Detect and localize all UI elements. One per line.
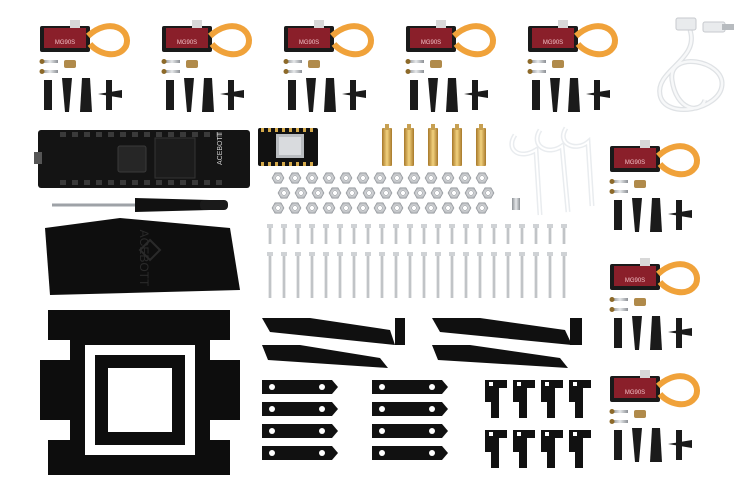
screw-grid xyxy=(267,224,567,298)
servo: MG90S xyxy=(609,140,700,232)
svg-text:ACEBOTT: ACEBOTT xyxy=(217,131,224,165)
servo-row-top: MG90S MG90S MG90S MG90S MG90S xyxy=(39,20,618,112)
servo: MG90S xyxy=(609,258,700,350)
screwdriver xyxy=(52,198,228,212)
usb-cable xyxy=(657,17,734,112)
servo-label: MG90S xyxy=(625,278,645,284)
bracket-parts xyxy=(485,380,591,468)
servo: MG90S xyxy=(283,20,374,112)
brass-standoffs xyxy=(382,124,486,166)
acrylic-frame xyxy=(40,310,240,475)
acrylic-top-plate: ACEBOTT xyxy=(45,218,240,295)
servo-label: MG90S xyxy=(299,40,319,46)
cable-ties xyxy=(509,126,595,216)
servo-label: MG90S xyxy=(625,160,645,166)
servo: MG90S xyxy=(527,20,618,112)
servo: MG90S xyxy=(405,20,496,112)
servo-column-right: MG90S MG90S MG90S xyxy=(609,140,700,462)
controller-board: ACEBOTT xyxy=(34,130,250,188)
leg-parts xyxy=(262,318,582,368)
esp-module xyxy=(258,128,318,166)
servo-label: MG90S xyxy=(543,40,563,46)
servo-label: MG90S xyxy=(421,40,441,46)
servo-label: MG90S xyxy=(177,40,197,46)
link-parts xyxy=(262,380,448,460)
servo-label: MG90S xyxy=(625,390,645,396)
nut-grid xyxy=(271,172,520,214)
servo: MG90S xyxy=(39,20,130,112)
svg-text:ACEBOTT: ACEBOTT xyxy=(137,230,151,287)
servo: MG90S xyxy=(609,370,700,462)
servo: MG90S xyxy=(161,20,252,112)
servo-label: MG90S xyxy=(55,40,75,46)
